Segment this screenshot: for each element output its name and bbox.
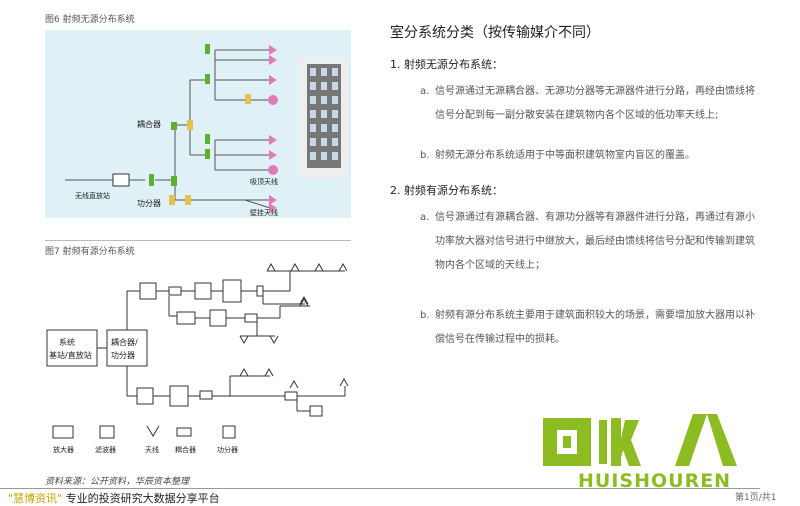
logo-graphic	[543, 414, 737, 466]
base-label: 无线直放站	[75, 191, 110, 200]
ceiling-antenna-label: 吸顶天线	[250, 177, 278, 186]
splitter-label: 功分器	[137, 198, 161, 208]
footer-divider	[0, 488, 760, 489]
coupler-splitter-sub-label: 功分器	[111, 350, 135, 360]
source-note: 资料来源：公开资料，华辰资本整理	[45, 477, 190, 487]
legend-splitter: 功分器	[217, 445, 238, 454]
section2-item-b-line2: 偿信号在传输过程中的损耗。	[435, 334, 565, 345]
watermark-logo	[543, 410, 753, 495]
page-title: 室分系统分类（按传输媒介不同）	[390, 25, 600, 41]
legend-filter: 滤波器	[95, 445, 116, 454]
section1-item-b: 射频无源分布系统适用于中等面积建筑物室内盲区的覆盖。	[435, 144, 800, 168]
section2-item-a-line2: 功率放大器对信号进行中继放大，最后经由馈线将信号分配和传输到建筑	[435, 236, 755, 247]
section2-item-b-marker: b.	[420, 310, 430, 321]
figure7-diagram: 系统 基站/直放站 耦合器/ 功分器 放大器 滤波器 天线 耦合器 功分器	[45, 256, 351, 461]
figure6-label: 图6 射频无源分布系统	[45, 15, 135, 25]
section2-item-a-line3: 物内各个区域的天线上；	[435, 260, 545, 271]
section2-heading: 2. 射频有源分布系统：	[390, 184, 503, 197]
section1-item-b-line1: 射频无源分布系统适用于中等面积建筑物室内盲区的覆盖。	[435, 150, 695, 161]
figure6-diagram: 耦合器 功分器 无线直放站 吸顶天线 壁挂天线	[45, 30, 351, 218]
active-distribution-diagram: 系统 基站/直放站 耦合器/ 功分器 放大器 滤波器 天线 耦合器 功分器	[46, 262, 349, 454]
coupler-label: 耦合器	[137, 119, 161, 129]
section1-item-a-line1: 信号源通过无源耦合器、无源功分器等无源器件进行分路，再经由馈线将	[435, 86, 755, 97]
coupler-splitter-label: 耦合器/	[111, 337, 138, 347]
footer-brand: "慧博资讯" 专业的投资研究大数据分享平台	[8, 490, 220, 506]
legend-coupler: 耦合器	[175, 445, 196, 454]
legend-antenna: 天线	[145, 445, 159, 454]
page-number: 第1页/共1	[735, 493, 777, 503]
footer-brand-name: "慧博资讯"	[8, 492, 63, 505]
section1-item-a-line2: 信号分配到每一副分散安装在建筑物内各个区域的低功率天线上;	[435, 110, 719, 121]
legend-amplifier: 放大器	[53, 445, 74, 454]
figure7-label: 图7 射频有源分布系统	[45, 247, 135, 257]
section1-item-b-marker: b.	[420, 150, 430, 161]
watermark-logo-text: HUISHOUREN	[578, 470, 732, 492]
section1-item-a-marker: a.	[420, 86, 430, 97]
footer-brand-tagline: 专业的投资研究大数据分享平台	[65, 492, 220, 505]
section2-item-a-marker: a.	[420, 212, 430, 223]
section2-item-b-line1: 射频有源分布系统主要用于建筑面积较大的场景，需要增加放大器用以补	[435, 310, 755, 321]
section2-item-a-line1: 信号源通过有源耦合器、有源功分器等有源器件进行分路，再通过有源小	[435, 212, 755, 223]
section1-heading: 1. 射频无源分布系统：	[390, 58, 503, 71]
figure-divider	[45, 240, 351, 241]
section2-item-a: 信号源通过有源耦合器、有源功分器等有源器件进行分路，再通过有源小 功率放大器对信…	[435, 206, 800, 278]
section1-item-a: 信号源通过无源耦合器、无源功分器等无源器件进行分路，再经由馈线将 信号分配到每一…	[435, 80, 800, 128]
passive-distribution-diagram: 耦合器 功分器 无线直放站 吸顶天线 壁挂天线	[65, 44, 348, 217]
system-label: 系统	[59, 337, 75, 347]
system-sub-label: 基站/直放站	[49, 350, 92, 360]
wall-antenna-label: 壁挂天线	[250, 208, 278, 217]
section2-item-b: 射频有源分布系统主要用于建筑面积较大的场景，需要增加放大器用以补 偿信号在传输过…	[435, 304, 800, 352]
